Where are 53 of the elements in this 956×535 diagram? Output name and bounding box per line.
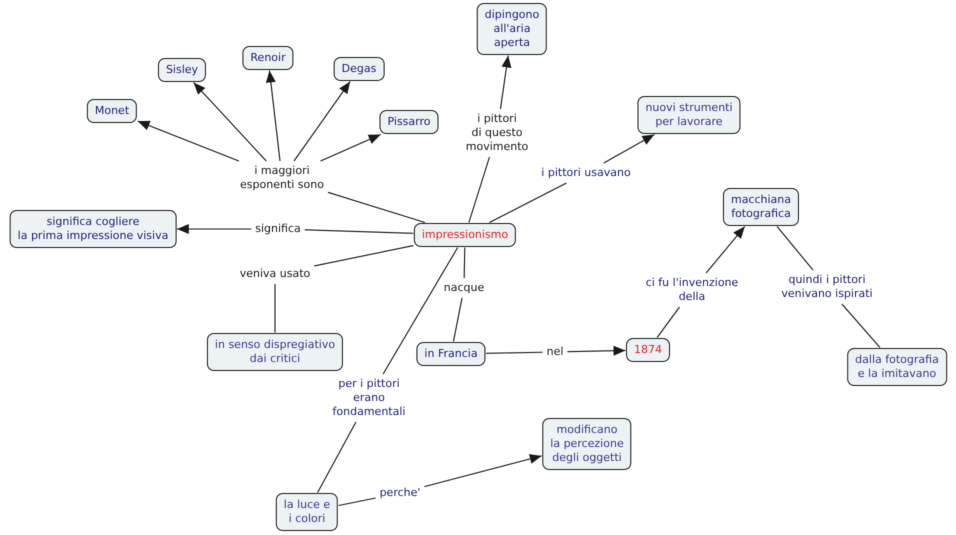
concept-box: 1874: [626, 338, 670, 362]
connector-line: [489, 182, 567, 223]
arrow: [137, 120, 240, 162]
arrow: [294, 81, 351, 162]
linking-phrase: perche': [378, 486, 422, 500]
concept-box: in Francia: [416, 342, 486, 366]
arrow: [176, 224, 252, 234]
connector-line: [841, 304, 880, 348]
arrow: [320, 134, 381, 162]
concept-box: dipingono all'aria aperta: [476, 3, 548, 55]
arrow: [500, 55, 512, 110]
concept-box: impressionismo: [414, 223, 516, 247]
concept-box: Renoir: [242, 46, 294, 70]
connector-line: [274, 284, 276, 332]
linking-phrase: per i pittori erano fondamentali: [332, 377, 406, 419]
linking-phrase: i pittori usavano: [540, 166, 632, 180]
arrow: [706, 226, 746, 274]
linking-phrase: nel: [546, 345, 564, 359]
connector-line: [776, 226, 814, 270]
linking-phrase: i pittori di questo movimento: [464, 112, 530, 154]
concept-box: nuovi strumenti per lavorare: [637, 96, 741, 134]
concept-box: Monet: [86, 99, 138, 123]
concept-box: dalla fotografia e la imitavano: [847, 348, 947, 386]
connector-line: [656, 306, 680, 338]
concept-box: Pissarro: [380, 110, 438, 134]
linking-phrase: i maggiori esponenti sono: [239, 164, 325, 192]
linking-phrase: quindi i pittori venivano ispirati: [780, 273, 874, 301]
arrow: [193, 82, 267, 162]
connector-line: [486, 352, 543, 354]
connector-line: [328, 192, 426, 224]
connector-line: [338, 497, 376, 506]
linking-phrase: significa: [254, 222, 302, 236]
connector-line: [382, 247, 458, 374]
connector-line: [314, 245, 414, 266]
connector-line: [464, 247, 466, 278]
connector-line: [317, 422, 356, 493]
arrow: [424, 454, 542, 488]
concept-box: Sisley: [158, 58, 206, 82]
linking-phrase: nacque: [442, 281, 486, 295]
connector-line: [468, 156, 490, 223]
arrow: [567, 346, 626, 356]
arrow: [603, 134, 655, 164]
linking-phrase: veniva usato: [238, 267, 312, 281]
concept-box: modificano la percezione degli oggetti: [542, 418, 632, 470]
linking-phrase: ci fu l'invenzione della: [644, 276, 740, 304]
connector-line: [304, 229, 414, 234]
concept-box: significa cogliere la prima impressione visiva: [10, 210, 176, 248]
concept-box: Degas: [334, 57, 384, 81]
concept-box: la luce e i colori: [276, 493, 338, 531]
arrow: [266, 70, 281, 162]
concept-box: macchiana fotografica: [722, 188, 800, 226]
connector-line: [452, 298, 463, 342]
concept-box: in senso dispregiativo dai critici: [206, 333, 344, 371]
